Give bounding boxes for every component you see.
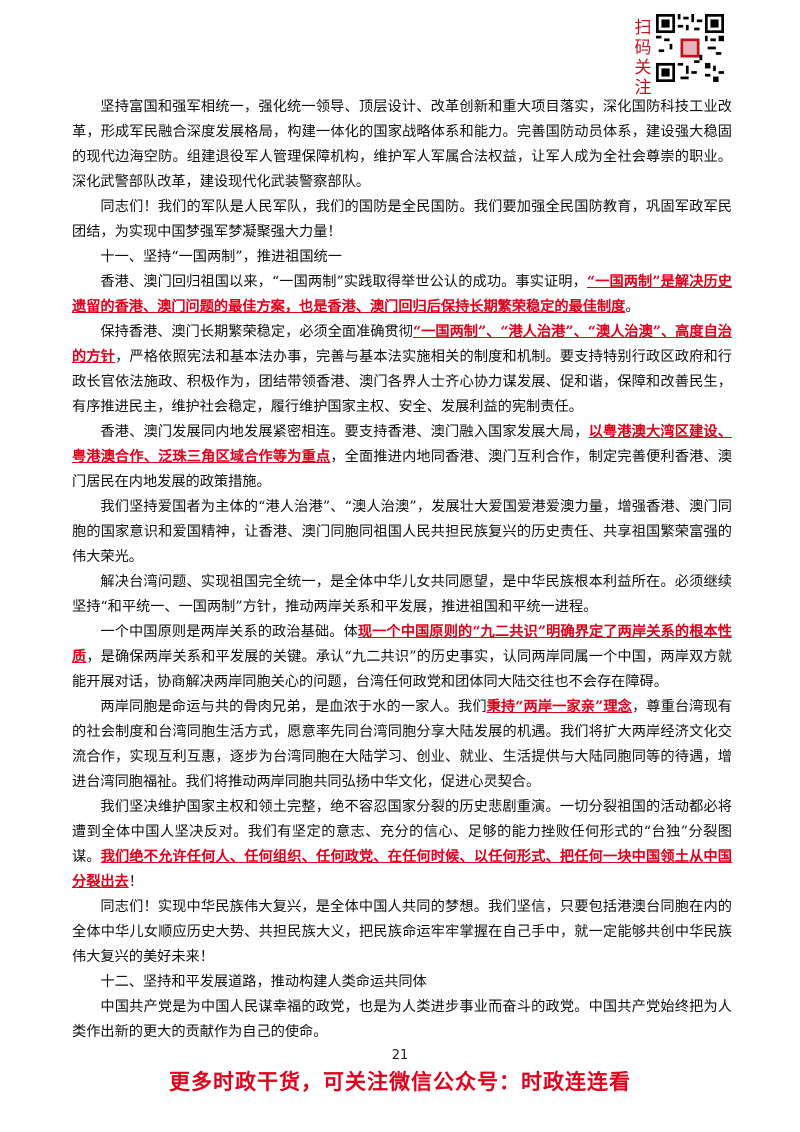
highlighted-text: “一国两制”是解决历史遗留的香港、澳门问题的最佳方案，也是香港、澳门回归后保持长… [72, 274, 732, 315]
qr-code-icon [656, 14, 724, 82]
body-text: 保持香港、澳门长期繁荣稳定，必须全面准确贯彻 [100, 324, 413, 340]
body-text: 。 [625, 299, 640, 315]
paragraph: 一个中国原则是两岸关系的政治基础。体现一个中国原则的“九二共识”明确界定了两岸关… [72, 620, 732, 695]
body-text: ，严格依照宪法和基本法办事，完善与基本法实施相关的制度和机制。要支持特别行政区政… [72, 349, 732, 415]
body-text: 同志们！实现中华民族伟大复兴，是全体中国人共同的梦想。我们坚信，只要包括港澳台同… [72, 899, 732, 965]
paragraph: 中国共产党是为中国人民谋幸福的政党，也是为人类进步事业而奋斗的政党。中国共产党始… [72, 995, 732, 1045]
paragraph: 十二、坚持和平发展道路，推动构建人类命运共同体 [72, 970, 732, 995]
paragraph: 坚持富国和强军相统一，强化统一领导、顶层设计、改革创新和重大项目落实，深化国防科… [72, 95, 732, 195]
paragraph: 香港、澳门发展同内地发展紧密相连。要支持香港、澳门融入国家发展大局，以粤港澳大湾… [72, 420, 732, 495]
highlighted-text: 秉持“两岸一家亲”理念 [486, 699, 632, 715]
body-text: 同志们！我们的军队是人民军队，我们的国防是全民国防。我们要加强全民国防教育，巩固… [72, 199, 732, 240]
body-text: ，尊重台湾现有的社会制度和台湾同胞生活方式，愿意率先同台湾同胞分享大陆发展的机遇… [72, 699, 732, 790]
page-number: 21 [391, 1048, 409, 1063]
paragraph: 我们坚决维护国家主权和领土完整，绝不容忍国家分裂的历史悲剧重演。一切分裂祖国的活… [72, 795, 732, 895]
paragraph: 我们坚持爱国者为主体的“港人治港”、“澳人治澳”，发展壮大爱国爱港爱澳力量，增强… [72, 495, 732, 570]
document-body: 坚持富国和强军相统一，强化统一领导、顶层设计、改革创新和重大项目落实，深化国防科… [72, 95, 732, 1045]
body-text: 解决台湾问题、实现祖国完全统一，是全体中华儿女共同愿望，是中华民族根本利益所在。… [72, 574, 732, 615]
body-text: 坚持富国和强军相统一，强化统一领导、顶层设计、改革创新和重大项目落实，深化国防科… [72, 99, 732, 190]
paragraph: 十一、坚持“一国两制”，推进祖国统一 [72, 245, 732, 270]
body-text: 香港、澳门发展同内地发展紧密相连。要支持香港、澳门融入国家发展大局， [100, 424, 589, 440]
body-text: ！ [128, 874, 143, 890]
body-text: 中国共产党是为中国人民谋幸福的政党，也是为人类进步事业而奋斗的政党。中国共产党始… [72, 999, 732, 1040]
paragraph: 解决台湾问题、实现祖国完全统一，是全体中华儿女共同愿望，是中华民族根本利益所在。… [72, 570, 732, 620]
highlighted-text: 我们绝不允许任何人、任何组织、任何政党、在任何时候、以任何形式、把任何一块中国领… [72, 849, 732, 890]
highlighted-text: “一国两制”、“港人治港”、“澳人治澳”、高度自治的方针 [72, 324, 732, 365]
paragraph: 两岸同胞是命运与共的骨肉兄弟，是血浓于水的一家人。我们秉持“两岸一家亲”理念，尊… [72, 695, 732, 795]
promo-footer: 更多时政干货，可关注微信公众号：时政连连看 [169, 1070, 631, 1094]
body-text: 十一、坚持“一国两制”，推进祖国统一 [100, 249, 342, 265]
body-text: 我们坚持爱国者为主体的“港人治港”、“澳人治澳”，发展壮大爱国爱港爱澳力量，增强… [72, 499, 732, 565]
body-text: ，全面推进内地同香港、澳门互利合作，制定完善便利香港、澳门居民在内地发展的政策措… [72, 449, 732, 490]
paragraph: 同志们！我们的军队是人民军队，我们的国防是全民国防。我们要加强全民国防教育，巩固… [72, 195, 732, 245]
body-text: 十二、坚持和平发展道路，推动构建人类命运共同体 [100, 974, 427, 990]
body-text: 香港、澳门回归祖国以来，“一国两制”实践取得举世公认的成功。事实证明， [100, 274, 587, 290]
body-text: 一个中国原则是两岸关系的政治基础。体 [100, 624, 358, 640]
body-text: 我们坚决维护国家主权和领土完整，绝不容忍国家分裂的历史悲剧重演。一切分裂祖国的活… [72, 799, 732, 865]
paragraph: 香港、澳门回归祖国以来，“一国两制”实践取得举世公认的成功。事实证明，“一国两制… [72, 270, 732, 320]
qr-caption: 扫码关注 [634, 18, 652, 98]
highlighted-text: 现一个中国原则的“九二共识”明确界定了两岸关系的根本性质 [72, 624, 732, 665]
highlighted-text: 以粤港澳大湾区建设、粤港澳合作、泛珠三角区域合作等为重点 [72, 424, 732, 465]
body-text: ，是确保两岸关系和平发展的关键。承认“九二共识”的历史事实，认同两岸同属一个中国… [72, 649, 732, 690]
paragraph: 同志们！实现中华民族伟大复兴，是全体中国人共同的梦想。我们坚信，只要包括港澳台同… [72, 895, 732, 970]
body-text: 两岸同胞是命运与共的骨肉兄弟，是血浓于水的一家人。我们 [100, 699, 487, 715]
paragraph: 保持香港、澳门长期繁荣稳定，必须全面准确贯彻“一国两制”、“港人治港”、“澳人治… [72, 320, 732, 420]
